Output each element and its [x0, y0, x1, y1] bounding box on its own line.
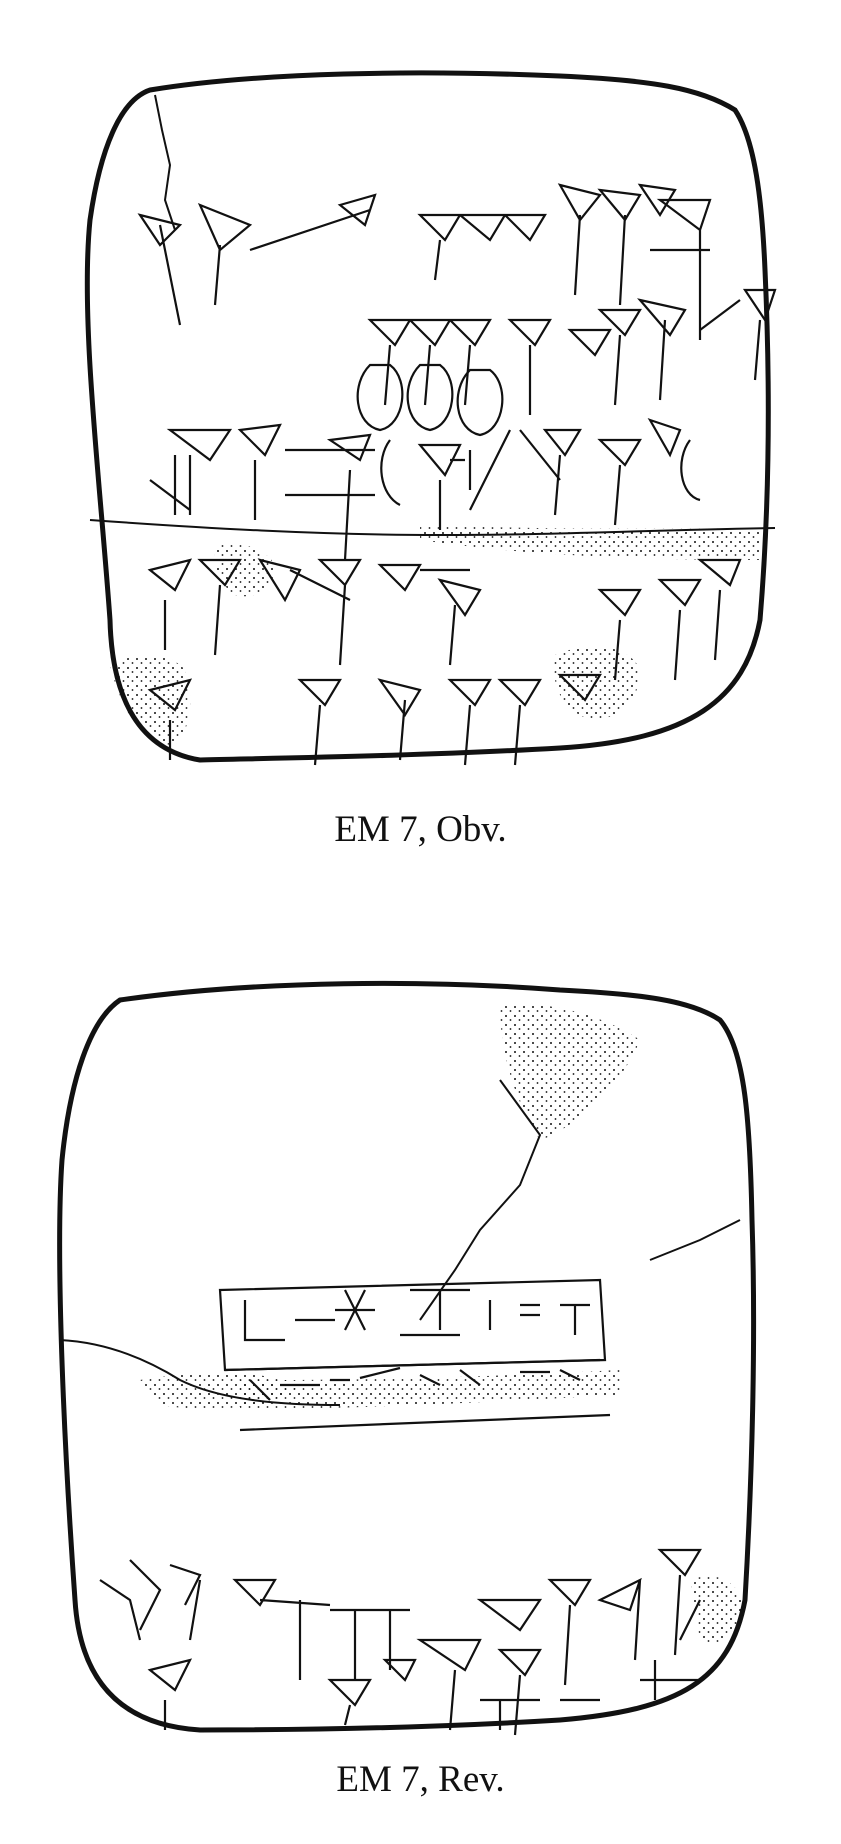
caption-reverse: EM 7, Rev. — [336, 1759, 505, 1800]
damage-area — [240, 1370, 620, 1409]
damage-area — [500, 1004, 640, 1140]
damage-area — [420, 525, 760, 560]
tablet-outline — [84, 70, 771, 763]
tablet-reverse-drawing — [0, 960, 841, 1750]
tablet-obverse-drawing — [0, 0, 841, 780]
caption-obverse: EM 7, Obv. — [334, 809, 507, 850]
damage-area — [554, 646, 640, 720]
crack-line — [649, 1219, 741, 1261]
cuneiform-signs — [137, 183, 777, 766]
obverse-svg — [84, 70, 777, 766]
crack-line — [154, 94, 176, 231]
damage-area — [690, 1576, 745, 1644]
damage-area — [110, 654, 191, 745]
reverse-svg — [57, 980, 757, 1736]
damage-area — [214, 543, 275, 597]
tablet-outline — [57, 980, 757, 1733]
cuneiform-signs — [99, 1278, 702, 1736]
